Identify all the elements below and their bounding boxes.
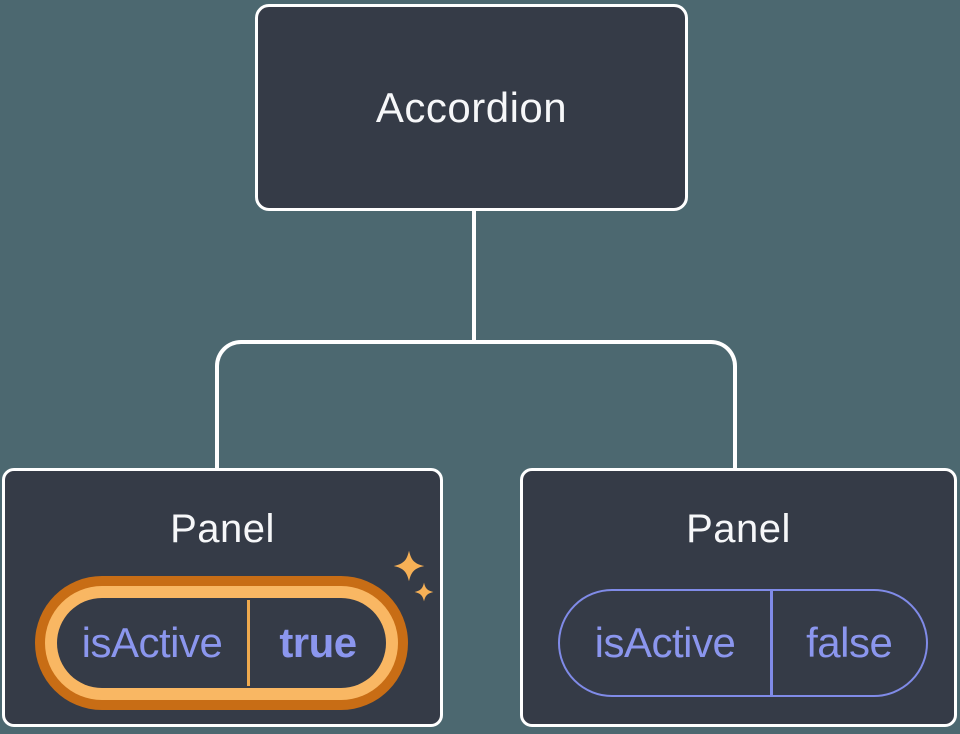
prop-value-label: false: [806, 619, 893, 666]
prop-name-label: isActive: [81, 619, 223, 666]
panel-node-inactive: Panel isActive false: [520, 468, 957, 727]
pill-divider: [770, 591, 773, 695]
tree-connector-branches: [215, 340, 737, 468]
panel-node-active: Panel isActive true: [2, 468, 443, 727]
prop-pill-active-highlight-ring: isActive true: [35, 576, 408, 710]
sparkle-icon-large: [393, 550, 425, 582]
highlight-ring-inner: isActive true: [45, 586, 398, 700]
prop-pill-inactive: isActive false: [558, 589, 928, 697]
tree-connector-stem: [472, 208, 476, 342]
accordion-node: Accordion: [255, 4, 688, 211]
prop-name-label: isActive: [594, 619, 736, 666]
prop-name-cell: isActive: [57, 598, 247, 688]
prop-pill-active: isActive true: [57, 598, 386, 688]
prop-name-cell: isActive: [560, 591, 770, 695]
prop-value-cell: false: [773, 591, 927, 695]
panel-title: Panel: [170, 507, 275, 551]
sparkle-icon-small: [414, 582, 434, 602]
pill-divider: [247, 600, 250, 686]
panel-title: Panel: [686, 507, 791, 551]
accordion-title: Accordion: [375, 83, 568, 131]
prop-value-cell: true: [250, 598, 386, 688]
prop-value-label: true: [279, 619, 357, 666]
